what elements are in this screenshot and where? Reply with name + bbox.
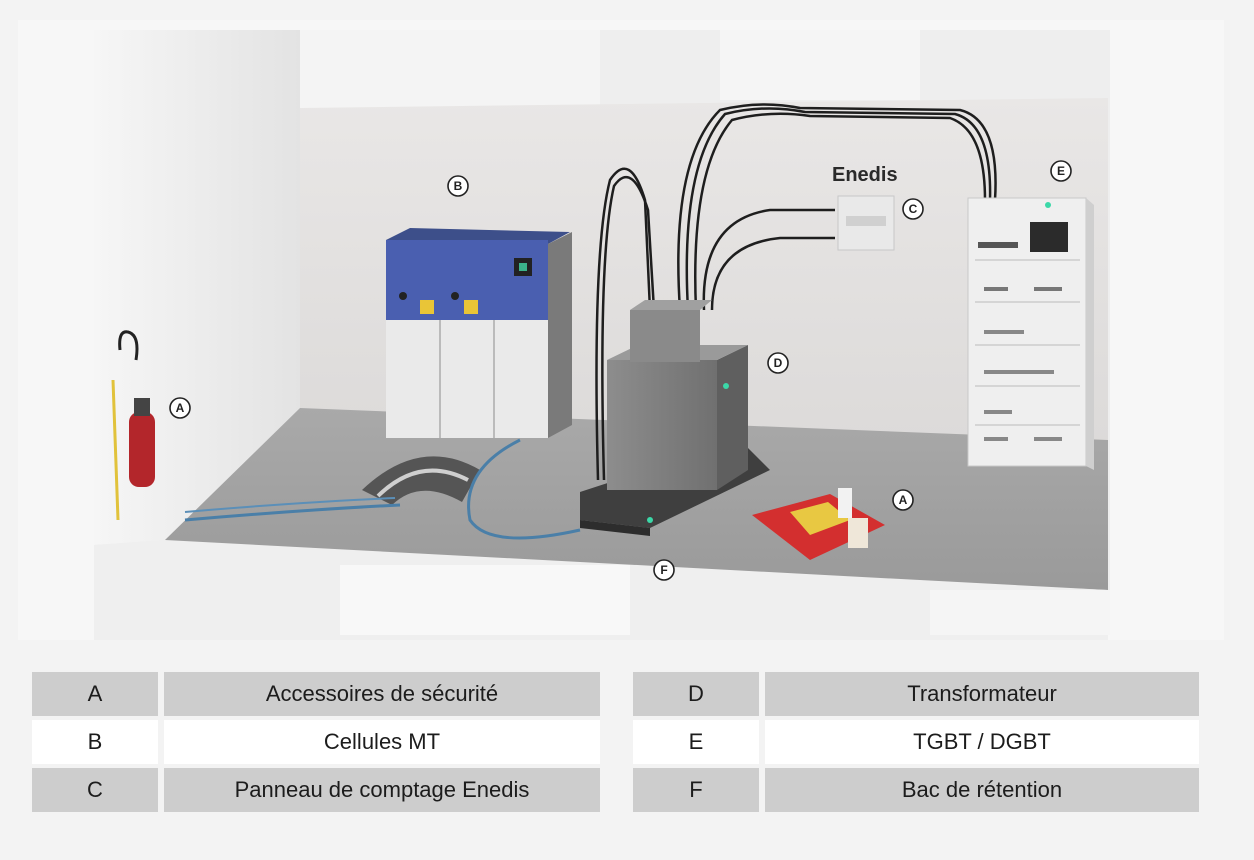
legend-letter: F: [633, 768, 765, 812]
legend-desc: Panneau de comptage Enedis: [164, 768, 600, 812]
legend-row: A Accessoires de sécurité: [32, 672, 600, 716]
fire-extinguisher: [111, 330, 155, 521]
legend-desc: Bac de rétention: [765, 768, 1199, 812]
legend-desc: Accessoires de sécurité: [164, 672, 600, 716]
marker-F: F: [653, 559, 675, 581]
legend-right: D Transformateur E TGBT / DGBT F Bac de …: [633, 668, 1199, 816]
legend-letter: A: [32, 672, 164, 716]
cables: [595, 103, 997, 481]
marker-B: B: [447, 175, 469, 197]
marker-D: D: [767, 352, 789, 374]
safety-accessories-tray: [752, 488, 885, 560]
legend-desc: TGBT / DGBT: [765, 720, 1199, 764]
svg-text:E: E: [1057, 164, 1065, 178]
svg-text:C: C: [909, 202, 918, 216]
legend-row: B Cellules MT: [32, 720, 600, 764]
legend-letter: C: [32, 768, 164, 812]
mv-cells: [386, 228, 572, 438]
legend-left: A Accessoires de sécurité B Cellules MT …: [32, 668, 600, 816]
svg-text:A: A: [176, 401, 185, 415]
marker-A1: A: [169, 397, 191, 419]
legend-row: D Transformateur: [633, 672, 1199, 716]
marker-A2: A: [892, 489, 914, 511]
svg-text:A: A: [899, 493, 908, 507]
enedis-label: Enedis: [832, 164, 898, 186]
metering-panel: Enedis: [832, 164, 898, 251]
marker-E: E: [1050, 160, 1072, 182]
legend-letter: E: [633, 720, 765, 764]
legend-letter: D: [633, 672, 765, 716]
room-scene: Enedis: [94, 30, 1108, 590]
legend-row: C Panneau de comptage Enedis: [32, 768, 600, 812]
lv-board: [967, 197, 1094, 470]
svg-text:F: F: [660, 563, 667, 577]
transformer: [580, 300, 770, 536]
svg-text:B: B: [454, 179, 463, 193]
cable-trench: [184, 438, 581, 540]
svg-text:D: D: [774, 356, 783, 370]
legend-desc: Cellules MT: [164, 720, 600, 764]
marker-C: C: [902, 198, 924, 220]
legend-row: F Bac de rétention: [633, 768, 1199, 812]
legend-desc: Transformateur: [765, 672, 1199, 716]
legend-letter: B: [32, 720, 164, 764]
legend-row: E TGBT / DGBT: [633, 720, 1199, 764]
